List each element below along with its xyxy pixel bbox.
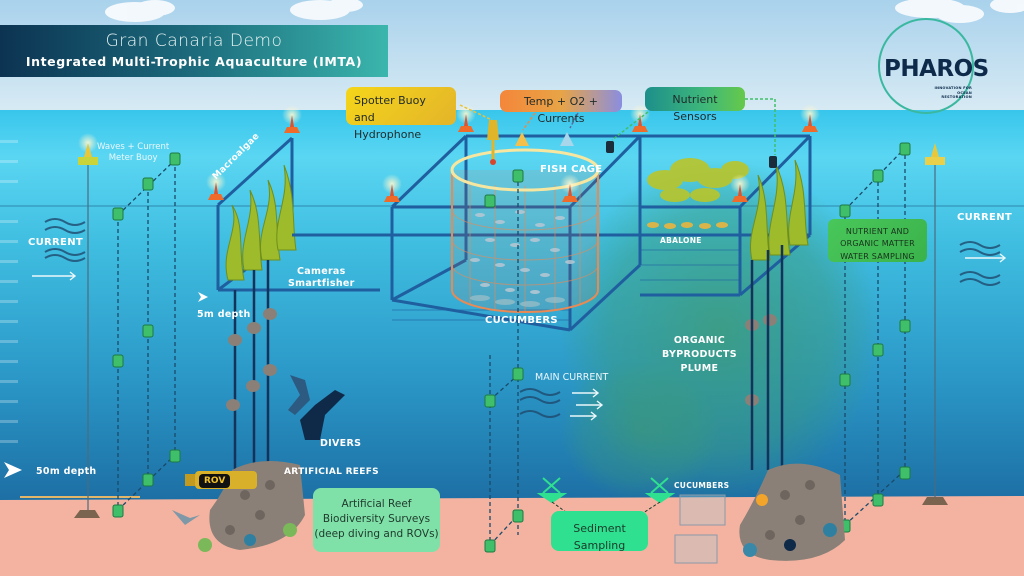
label-cameras: Cameras Smartfisher xyxy=(288,266,355,290)
macroalgae xyxy=(225,164,297,281)
abalone xyxy=(647,222,728,229)
label-divers: DIVERS xyxy=(320,438,362,449)
current-arrows xyxy=(32,253,1007,421)
box-reef-surveys: Artificial Reef Biodiversity Surveys (de… xyxy=(313,488,440,552)
label-5m-depth: 5m depth xyxy=(197,309,251,320)
anchor-right xyxy=(922,497,948,505)
callout-spotter-buoy: Spotter Buoy and Hydrophone xyxy=(346,87,456,141)
anchor-left xyxy=(74,510,100,518)
logo-name: PHAROS xyxy=(884,56,989,82)
corals xyxy=(198,494,837,557)
o2-sensor xyxy=(560,132,574,146)
wave-meter-buoy-right xyxy=(925,143,945,165)
sediment-leaders xyxy=(551,501,661,516)
mooring-lines-right xyxy=(750,245,784,470)
mooring-weights xyxy=(226,308,777,411)
manta-ray xyxy=(172,510,200,525)
fish-cage-ring xyxy=(450,148,600,192)
label-current-left: CURRENT xyxy=(28,237,83,248)
macroalgae-right xyxy=(750,159,809,261)
fish-school xyxy=(470,210,575,294)
current-waves xyxy=(44,218,1001,418)
rov-badge: ROV xyxy=(199,474,231,488)
label-plume: ORGANIC BYPRODUCTS PLUME xyxy=(662,335,737,374)
depth-markers xyxy=(4,292,208,478)
label-abalone: ABALONE xyxy=(660,236,702,245)
cucumber-cages-floor xyxy=(674,494,726,564)
nutrient-sensor-right xyxy=(769,156,777,168)
page-subtitle: Integrated Multi-Trophic Aquaculture (IM… xyxy=(25,54,363,69)
pharos-logo: PHAROS INNOVATION FOR OCEAN RESTORATION xyxy=(878,18,989,114)
nutrient-sensor-left xyxy=(606,141,614,153)
divers xyxy=(288,375,345,440)
seafloor xyxy=(0,496,1024,576)
artificial-reef-right xyxy=(739,463,845,561)
label-artificial-reefs: ARTIFICIAL REEFS xyxy=(284,467,379,477)
depth-scale xyxy=(0,140,18,443)
sediment-samplers xyxy=(536,477,676,504)
cucumbers-cage xyxy=(470,295,565,307)
orange-buoys xyxy=(206,104,820,202)
abalone-seaweed xyxy=(647,158,749,202)
label-cucumbers-floor: CUCUMBERS xyxy=(674,481,730,490)
callout-leaders xyxy=(459,98,776,155)
spotter-buoy xyxy=(487,120,499,165)
label-waves-buoy: Waves + Current Meter Buoy xyxy=(97,142,170,164)
cage-grid xyxy=(392,249,740,321)
label-main-current: MAIN CURRENT xyxy=(535,372,609,383)
clouds xyxy=(105,0,1024,23)
label-fish-cage: FISH CAGE xyxy=(540,164,603,175)
label-current-right: CURRENT xyxy=(957,212,1012,223)
page-title: Gran Canaria Demo xyxy=(105,31,283,51)
mooring-rope-buoys xyxy=(87,165,936,510)
temp-sensor xyxy=(515,132,529,146)
logo-tagline: INNOVATION FOR OCEAN RESTORATION xyxy=(934,86,972,100)
box-nutrient-sampling: NUTRIENT AND ORGANIC MATTER WATER SAMPLI… xyxy=(828,219,927,262)
callout-temp-o2-currents: Temp + O2 + Currents xyxy=(500,90,622,125)
title-banner: Gran Canaria Demo Integrated Multi-Troph… xyxy=(0,25,388,77)
wave-meter-buoy-left xyxy=(78,133,98,165)
callout-nutrient-sensors: Nutrient Sensors xyxy=(645,87,745,123)
label-50m-depth: 50m depth xyxy=(36,466,97,477)
sensor-nodes xyxy=(112,142,911,553)
box-sediment-sampling: Sediment Sampling xyxy=(551,511,648,552)
label-cucumbers-cage: CUCUMBERS xyxy=(485,315,558,326)
